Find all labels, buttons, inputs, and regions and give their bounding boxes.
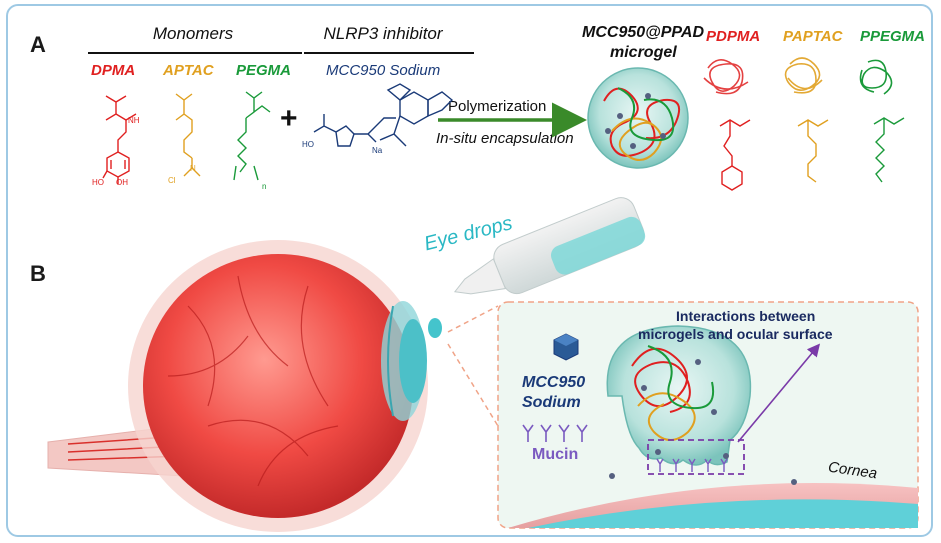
reaction-top-label: Polymerization [448, 98, 547, 115]
dpma-label-oh: OH [116, 178, 128, 187]
zoom-callout [447, 305, 499, 427]
interactions-label-line1: Interactions between [676, 308, 816, 324]
inhibitor-header: NLRP3 inhibitor [323, 24, 443, 43]
monomer-aptac-label: APTAC [163, 62, 214, 79]
microgel-title-line1: MCC950@PPAD [582, 24, 704, 41]
legend-mucin-label: Mucin [532, 446, 579, 463]
mcc-label-na: Na [372, 146, 383, 155]
panel-label-b: B [30, 261, 46, 286]
monomer-pegma-label: PEGMA [236, 62, 292, 79]
mcc950-legend-icon [553, 333, 579, 361]
dpma-label-nh: NH [128, 116, 140, 125]
reaction-bottom-label: In-situ encapsulation [436, 130, 574, 147]
microgel-adhered [606, 325, 797, 485]
microgel-title-line2: microgel [610, 44, 677, 61]
ppegma-coil [859, 59, 893, 95]
aptac-structure [175, 93, 201, 177]
pegma-structure [233, 91, 271, 181]
legend-drug-line1: MCC950 [522, 374, 586, 391]
figure-frame: A B Monomers NLRP3 inhibitor DPMA APTAC … [6, 4, 933, 537]
polymer-ppegma-label: PPEGMA [860, 28, 926, 45]
figure-graphics [47, 57, 919, 532]
paptac-structure [797, 119, 829, 183]
aptac-label-cl: Cl [168, 176, 176, 185]
interactions-label-line2: microgels and ocular surface [638, 326, 833, 342]
microgel-sphere [587, 67, 689, 169]
pdpma-structure [719, 119, 751, 191]
monomers-underline [88, 52, 302, 54]
plus-sign: + [280, 102, 298, 135]
eye-drop-bottle [428, 197, 646, 338]
eyeball [128, 240, 428, 532]
monomer-dpma-label: DPMA [91, 62, 136, 79]
mcc950-structure [313, 83, 454, 147]
mcc-label-ho: HO [302, 140, 314, 149]
pdpma-coil [703, 59, 749, 95]
aptac-label-n: N [190, 164, 196, 173]
legend-drug-line2: Sodium [522, 394, 581, 411]
dpma-structure [102, 95, 137, 184]
interactions-pointer [737, 343, 821, 443]
polymer-pdpma-label: PDPMA [706, 28, 761, 45]
paptac-coil [784, 57, 823, 94]
panel-label-a: A [30, 32, 46, 57]
monomers-header: Monomers [152, 24, 234, 43]
mucin-legend-icon [522, 424, 588, 442]
dpma-label-ho: HO [92, 178, 104, 187]
inhibitor-underline [304, 52, 474, 54]
polymer-paptac-label: PAPTAC [783, 28, 843, 45]
pegma-label-n: n [262, 182, 267, 191]
inhibitor-name: MCC950 Sodium [326, 62, 441, 79]
ppegma-structure [873, 117, 905, 183]
